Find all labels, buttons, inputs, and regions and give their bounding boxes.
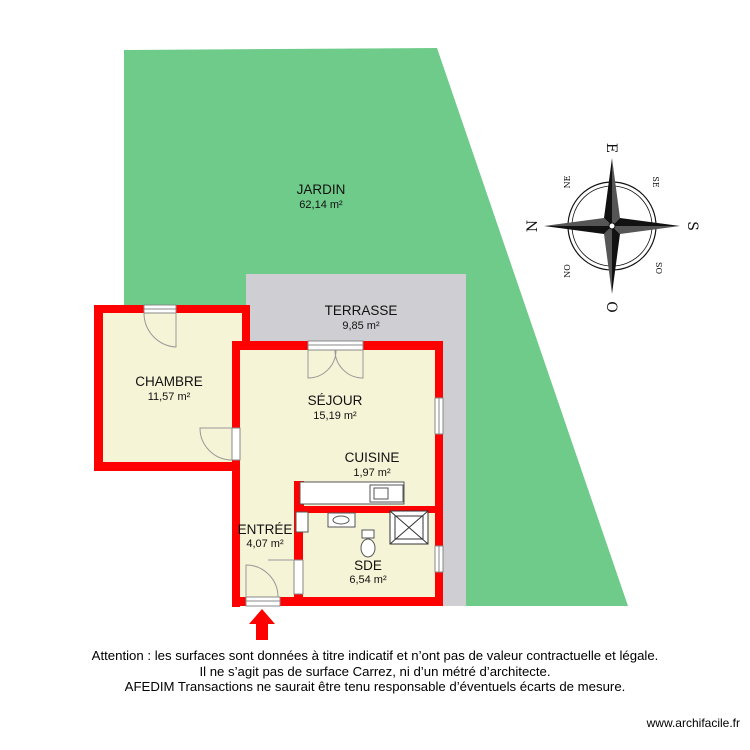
room-area-sde: 6,54 m² [349, 574, 387, 586]
room-name-terrasse: TERRASSE [325, 303, 398, 318]
disclaimer: Attention : les surfaces sont données à … [0, 648, 750, 695]
compass-north-label: N [525, 220, 541, 232]
compass-west-label: O [603, 301, 619, 312]
shower [389, 510, 429, 545]
compass-ne-label: NE [563, 175, 572, 188]
room-area-jardin: 62,14 m² [299, 199, 343, 211]
compass-se-label: SE [651, 176, 660, 187]
room-name-sejour: SÉJOUR [308, 393, 363, 408]
room-name-cuisine: CUISINE [345, 450, 400, 465]
terrace-area [246, 274, 466, 606]
room-area-terrasse: 9,85 m² [342, 320, 380, 332]
compass-east-label: E [603, 143, 619, 153]
room-area-sejour: 15,19 m² [313, 410, 357, 422]
room-name-chambre: CHAMBRE [135, 374, 203, 389]
room-name-entree: ENTRÉE [238, 522, 293, 537]
room-area-cuisine: 1,97 m² [353, 467, 391, 479]
watermark: www.archifacile.fr [646, 716, 740, 730]
room-area-entree: 4,07 m² [246, 538, 284, 550]
sejour-floor [236, 346, 436, 602]
entrance-arrow [249, 609, 275, 640]
compass-rose [544, 158, 680, 294]
garden-area [124, 48, 628, 606]
room-area-chambre: 11,57 m² [148, 391, 191, 403]
toilet [360, 529, 376, 558]
compass-south-label: S [684, 221, 700, 231]
room-name-sde: SDE [354, 558, 382, 573]
chambre-floor [98, 310, 248, 468]
door-swings [143, 312, 364, 598]
disclaimer-line-3: AFEDIM Transactions ne saurait être tenu… [124, 679, 626, 694]
compass-so-label: SO [654, 262, 663, 274]
disclaimer-line-2: Il ne s’agit pas de surface Carrez, ni d… [199, 663, 551, 679]
washbasin [327, 512, 356, 528]
kitchen-sink [369, 484, 404, 503]
compass-no-label: NO [563, 264, 572, 278]
entry-cabinet [295, 511, 309, 533]
windows [143, 304, 444, 607]
disclaimer-line-1: Attention : les surfaces sont données à … [91, 648, 659, 663]
room-name-jardin: JARDIN [297, 182, 346, 197]
